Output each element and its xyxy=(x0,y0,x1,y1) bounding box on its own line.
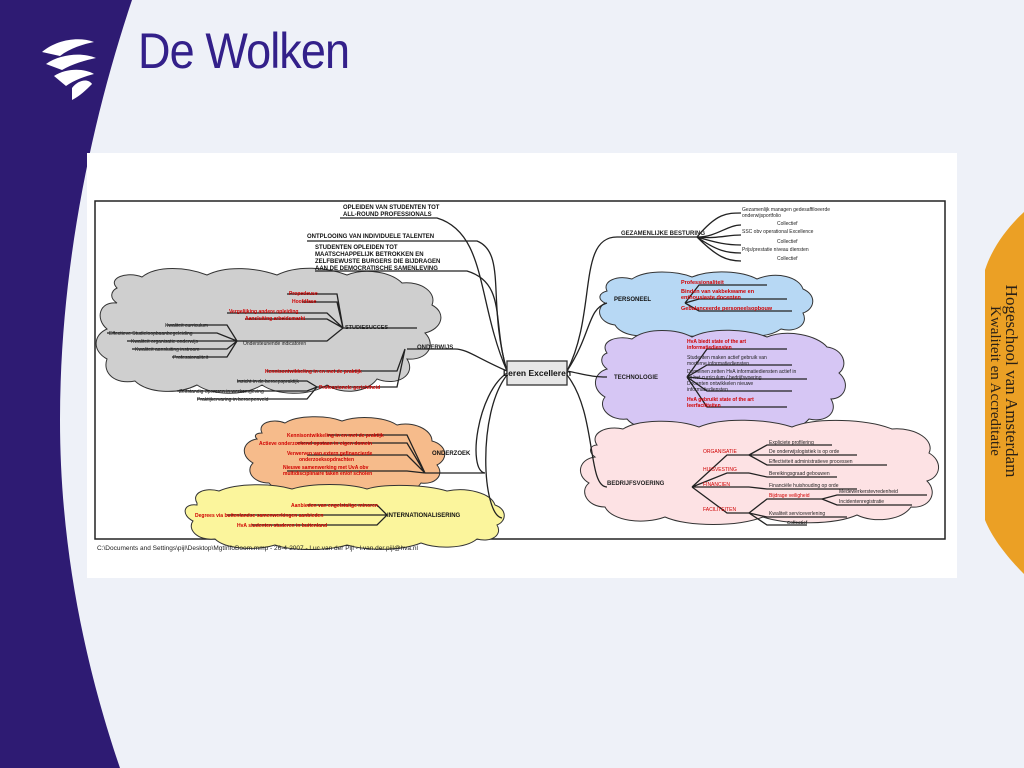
bv-huisvesting-1: Bereikingsgraad gebouwen xyxy=(769,471,830,477)
goal-3-line-2: MAATSCHAPPELIJK BETROKKEN EN xyxy=(315,252,424,258)
personeel-item-1: Professionaliteit xyxy=(681,280,724,286)
besturing-item-6: Collectief xyxy=(777,256,798,262)
bv-faciliteiten-label: FACILITEITEN xyxy=(703,507,736,513)
onderwijs-professionele-gerichtheid: Professionele gerichtheid xyxy=(319,385,380,391)
besturing-item-3: SSC obv operational Excellence xyxy=(742,229,814,235)
technologie-item-5b: leerfaciliteiten xyxy=(687,403,721,409)
indicator-item-4: Kwaliteit aansluiting instroom xyxy=(135,347,199,353)
personeel-item-2b: enthousiaste docenten xyxy=(681,295,742,301)
technologie-item-2a: Studenten maken actief gebruik van xyxy=(687,355,767,361)
technologie-item-1a: HvA biedt state of the art xyxy=(687,339,746,345)
bv-financien-label: FINANCIEN xyxy=(703,482,730,488)
onderzoek-label: ONDERZOEK xyxy=(432,451,471,457)
besturing-item-1b: onderwijsportfolio xyxy=(742,213,781,219)
brand-line-1: Hogeschool van Amsterdam xyxy=(1002,284,1021,478)
technologie-item-4a: Docenten ontwikkelen nieuwe xyxy=(687,381,753,387)
prof-item-2: Zelfstandig opereren in werkomgeving xyxy=(179,389,264,395)
technologie-item-4b: informatiediensten xyxy=(687,387,728,393)
indicator-item-3: Kwaliteit organisatie onderwijs xyxy=(131,339,198,345)
onderzoek-item-3a: Verwerven van extern gefinancierde xyxy=(287,451,373,457)
personeel-item-3: Gebalanceerde personeelsopbouw xyxy=(681,306,773,312)
studiesucces-label: STUDIESUCCES xyxy=(345,325,388,331)
internationalisering-item-3: HvA studenten studeren in buitenland xyxy=(237,523,327,529)
personeel-item-2a: Binden van vakbekwame en xyxy=(681,289,755,295)
indicator-item-5: Professionaliteit xyxy=(173,355,209,361)
mindmap-footer-path: C:\Documents and Settings\pijl\Desktop\M… xyxy=(97,545,418,552)
mind-map-diagram: Leren Excelleren OPLEIDEN VAN STUDENTEN … xyxy=(87,153,957,578)
goal-1-line-2: ALL-ROUND PROFESSIONALS xyxy=(343,212,432,218)
studiesucces-item-4: Aansluiting arbeidsmarkt xyxy=(245,316,305,322)
cloud-onderwijs xyxy=(95,267,442,394)
onderzoek-item-3b: onderzoeksopdrachten xyxy=(299,457,354,463)
bv-financien-1: Financiële huishouding op orde xyxy=(769,483,839,489)
goal-1-line-1: OPLEIDEN VAN STUDENTEN TOT xyxy=(343,205,440,211)
bv-huisvesting-label: HUISVESTING xyxy=(703,467,737,473)
technologie-item-3b: bij het curriculum / bedrijfsvoering xyxy=(687,375,762,381)
center-node-label: Leren Excelleren xyxy=(503,368,571,378)
onderzoek-item-1: Kennisontwikkeling in en met de praktijk xyxy=(287,433,384,439)
bv-faciliteiten-2: Kwaliteit serviceverlening xyxy=(769,511,825,517)
cloud-onderzoek xyxy=(243,416,446,496)
onderwijs-label: ONDERWIJS xyxy=(417,345,453,351)
page-title: De Wolken xyxy=(138,23,350,79)
cloud-personeel xyxy=(599,271,814,337)
goal-2: ONTPLOOING VAN INDIVIDUELE TALENTEN xyxy=(307,234,434,240)
bv-organisatie-1: Expliciete profilering xyxy=(769,440,814,446)
bv-organisatie-label: ORGANISATIE xyxy=(703,449,737,455)
bv-organisatie-3: Effectiviteit administratieve processen xyxy=(769,459,853,465)
bv-faciliteiten-1: Bijdrage veiligheid xyxy=(769,493,810,499)
bv-organisatie-2: De onderwijslogistiek is op orde xyxy=(769,449,840,455)
goal-3-line-1: STUDENTEN OPLEIDEN TOT xyxy=(315,245,398,251)
besturing-label: GEZAMENLIJKE BESTURING xyxy=(621,231,705,237)
besturing-item-4: Collectief xyxy=(777,239,798,245)
personeel-label: PERSONEEL xyxy=(614,297,651,303)
internationalisering-item-2: Degrees via buitenlandse samenwerkingen … xyxy=(195,513,323,519)
hva-logo-icon xyxy=(42,39,96,100)
indicator-item-2: Effectieve Studieloopbaanbegeleiding xyxy=(109,331,193,337)
studiesucces-item-2: Hoofdfase xyxy=(292,299,317,305)
goal-3-line-3: ZELFBEWUSTE BURGERS DIE BIJDRAGEN xyxy=(315,259,440,265)
bedrijfsvoering-label: BEDRIJFSVOERING xyxy=(607,481,665,487)
cloud-internationalisering xyxy=(184,484,505,550)
onderzoek-item-4b: multidisciplinaire taken en/of scholen xyxy=(283,471,372,477)
studiesucces-item-1: Propedeuse xyxy=(289,291,318,297)
center-node xyxy=(506,360,568,386)
cloud-bedrijfsvoering xyxy=(580,419,939,525)
onderzoek-item-4a: Nieuwe samenwerking met UvA obv xyxy=(283,465,369,471)
indicator-item-1: Kwaliteit curriculum xyxy=(165,323,208,329)
internationalisering-item-1: Aanbieden van engelstalige minoren xyxy=(291,503,378,509)
onderwijs-kennis: Kennisontwikkeling in en met de praktijk xyxy=(265,369,362,375)
prof-item-1: Inzicht in de beroepspraktijk xyxy=(237,379,299,385)
internationalisering-label: INTERNATIONALISERING xyxy=(387,513,461,519)
brand-line-2: Kwaliteit en Accreditatie xyxy=(987,306,1003,456)
technologie-item-2b: moderne informatiediensten xyxy=(687,361,749,367)
onderwijs-indicatoren: Ondersteunende indicatoren xyxy=(243,341,306,347)
studiesucces-item-3: Vergelijking andere opleiding xyxy=(229,309,298,315)
besturing-item-1a: Gezamenlijk managen gedesaffiloeerde xyxy=(742,207,830,213)
besturing-item-5: Prijs/prestatie niveau diensten xyxy=(742,247,809,253)
prof-item-3: Praktijkervaring in beroepenveld xyxy=(197,397,269,403)
technologie-label: TECHNOLOGIE xyxy=(614,375,658,381)
bv-faciliteiten-1a: Medewerkerstevredenheid xyxy=(839,489,898,495)
bv-faciliteiten-3: Collectief xyxy=(787,520,808,525)
technologie-item-3a: Domeinen zetten HvA informatiediensten a… xyxy=(687,369,796,375)
onderzoek-item-2: Actieve onderzoekend opstaan in eigen do… xyxy=(259,441,372,447)
goal-3-line-4: AAN DE DEMOCRATISCHE SAMENLEVING xyxy=(315,266,438,272)
left-purple-band xyxy=(0,0,132,768)
right-orange-tab xyxy=(985,212,1024,574)
connector-lines xyxy=(107,212,927,526)
bv-faciliteiten-1b: Incidentenregistratie xyxy=(839,499,884,505)
besturing-item-2: Collectief xyxy=(777,221,798,227)
technologie-item-1b: informatiediensten xyxy=(687,345,732,351)
technologie-item-5a: HvA gebruikt state of the art xyxy=(687,397,754,403)
